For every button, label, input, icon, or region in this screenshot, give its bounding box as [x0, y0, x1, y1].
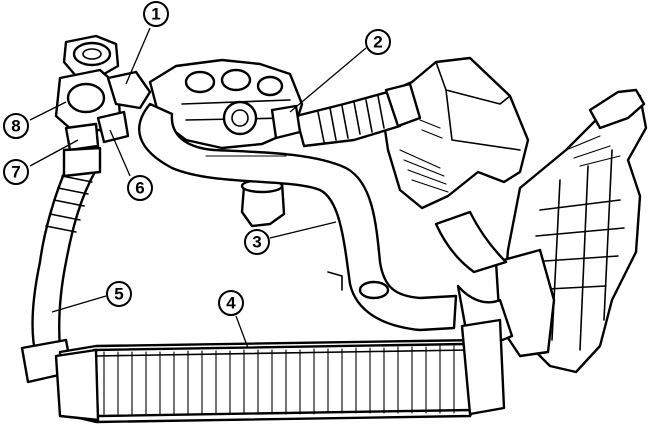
air-cleaner-housing: [378, 56, 530, 210]
charge-air-tube-outlet: [138, 102, 458, 332]
callout-1: 1: [143, 1, 169, 27]
intake-bellows-hose: [294, 82, 422, 148]
callout-1-label: 1: [151, 5, 160, 24]
leader-4: [235, 315, 249, 349]
callout-7-label: 7: [11, 163, 20, 182]
leader-3: [269, 221, 337, 239]
callout-2: 2: [365, 29, 391, 55]
leader-2: [289, 47, 367, 113]
callout-8-label: 8: [11, 117, 20, 136]
leader-1: [125, 27, 151, 85]
callout-4: 4: [218, 290, 244, 316]
callout-5-label: 5: [114, 285, 123, 304]
turbocharger-assembly: [148, 58, 304, 228]
callout-2-label: 2: [373, 33, 382, 52]
callout-3: 3: [244, 229, 270, 255]
throttle-body: [54, 34, 152, 152]
callout-6-label: 6: [135, 179, 144, 198]
callout-7: 7: [3, 159, 29, 185]
callout-4-label: 4: [226, 294, 236, 313]
leader-8: [29, 101, 67, 121]
callout-3-label: 3: [252, 233, 261, 252]
intercooler-core: [54, 318, 506, 424]
leader-5: [51, 295, 107, 313]
leader-7: [29, 139, 79, 167]
leader-6: [109, 129, 131, 177]
callout-8: 8: [3, 113, 29, 139]
leader-lines: [29, 27, 367, 349]
callout-6: 6: [127, 175, 153, 201]
callout-5: 5: [106, 281, 132, 307]
